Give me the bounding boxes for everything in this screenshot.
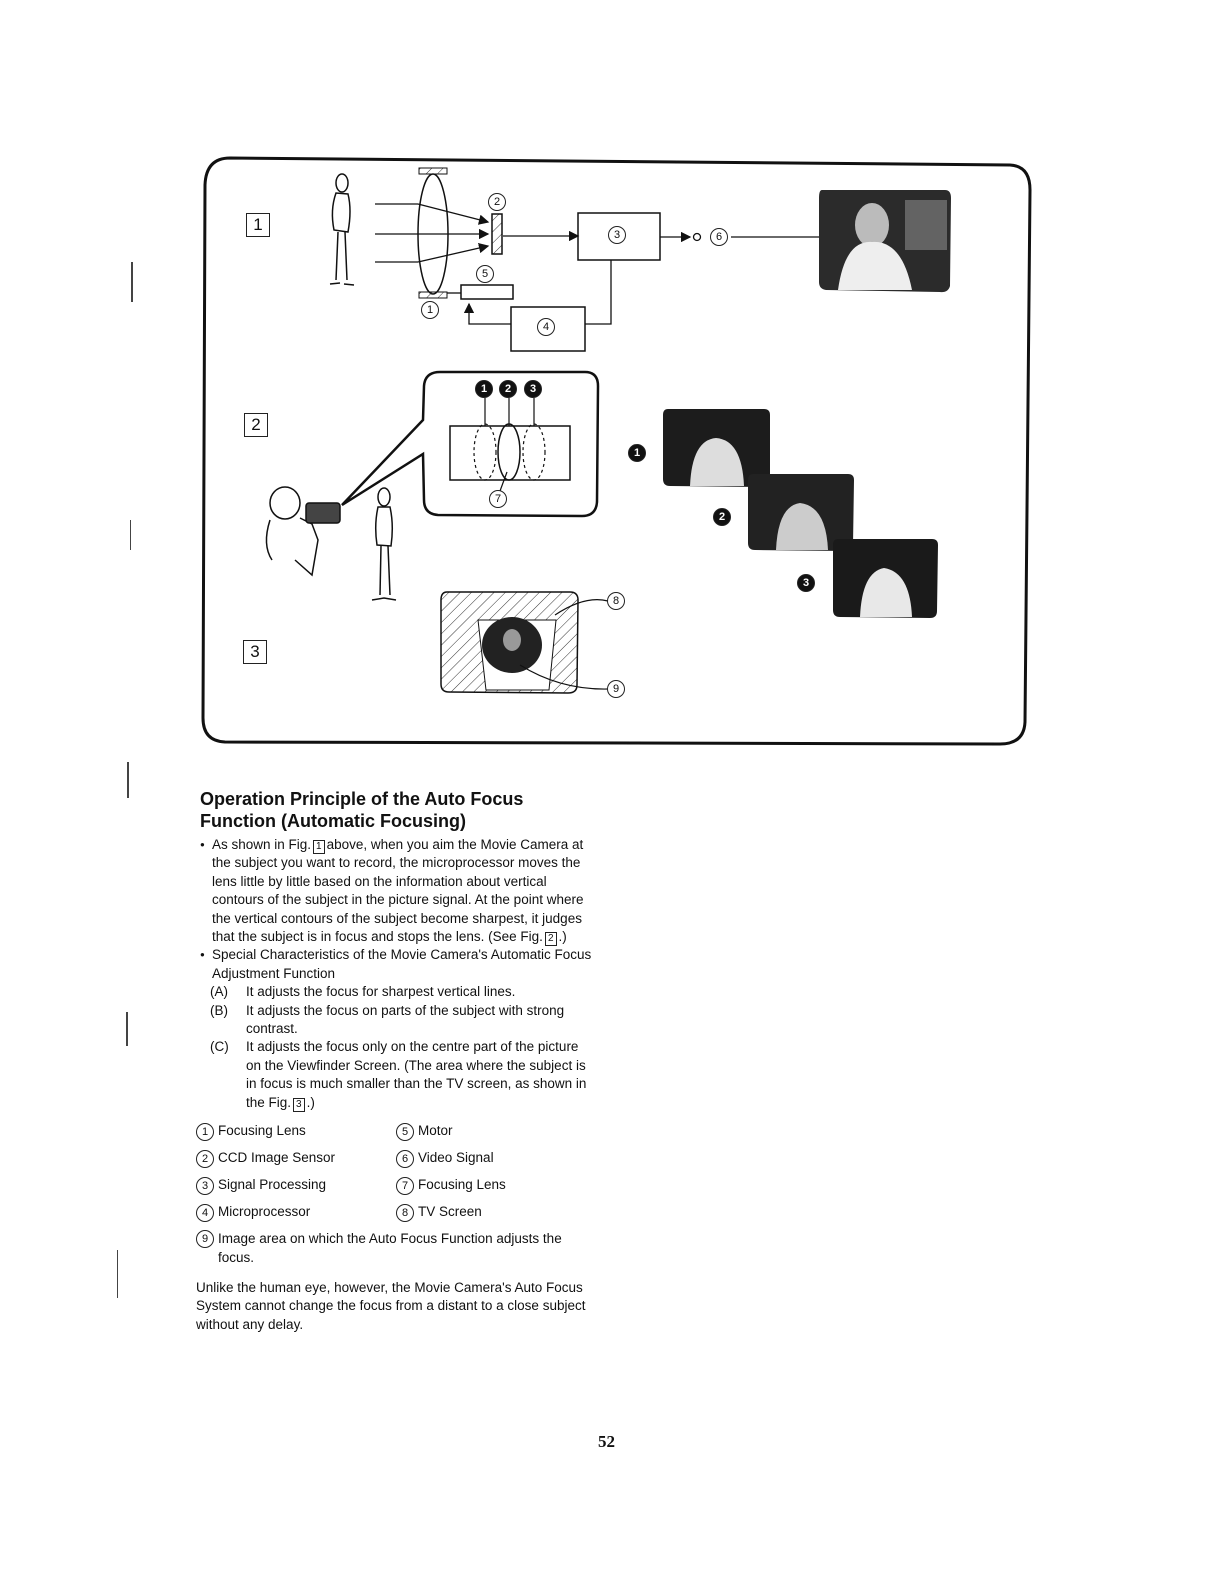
focus-marker-2: 2 — [499, 380, 517, 398]
item-c: (C)It adjusts the focus only on the cent… — [200, 1038, 596, 1112]
callout-9: 9 — [607, 680, 625, 698]
focus-photo-marker-2: 2 — [713, 508, 731, 526]
text-column: Operation Principle of the Auto Focus Fu… — [196, 788, 596, 1334]
bullet1-text-a: As shown in Fig. — [212, 837, 311, 852]
heading-line-2: Function (Automatic Focusing) — [200, 810, 596, 832]
callout-3: 3 — [608, 226, 626, 244]
section-heading: Operation Principle of the Auto Focus Fu… — [200, 788, 596, 832]
focus-photo-marker-1: 1 — [628, 444, 646, 462]
callout-6: 6 — [710, 228, 728, 246]
callout-7: 7 — [489, 490, 507, 508]
bullet1-text-c: .) — [559, 929, 567, 944]
legend-label: TV Screen — [418, 1203, 482, 1221]
fig-ref-2: 2 — [545, 932, 557, 946]
legend-number: 5 — [396, 1123, 414, 1141]
callout-8: 8 — [607, 592, 625, 610]
legend-label: CCD Image Sensor — [218, 1149, 335, 1167]
item-a-tag: (A) — [210, 983, 228, 1001]
item-b-text: It adjusts the focus on parts of the sub… — [246, 1003, 564, 1036]
tv-image-icon — [819, 190, 951, 292]
focus-marker-1: 1 — [475, 380, 493, 398]
scan-artifact — [117, 1250, 118, 1298]
scan-artifact — [126, 1012, 128, 1046]
item-a: (A) It adjusts the focus for sharpest ver… — [200, 983, 596, 1001]
item-c-text-b: .) — [307, 1095, 315, 1110]
figure-number-3: 3 — [243, 640, 267, 664]
callout-4: 4 — [537, 318, 555, 336]
scan-artifact — [127, 762, 129, 798]
legend-label: Image area on which the Auto Focus Funct… — [218, 1231, 562, 1264]
bullet-paragraph-2: Special Characteristics of the Movie Cam… — [200, 946, 596, 983]
bullet1-text-b: above, when you aim the Movie Camera at … — [212, 837, 583, 944]
legend-number: 7 — [396, 1177, 414, 1195]
legend-label: Signal Processing — [218, 1176, 326, 1194]
item-b-tag: (B) — [210, 1002, 228, 1020]
item-a-text: It adjusts the focus for sharpest vertic… — [246, 984, 515, 999]
figure-number-1: 1 — [246, 213, 270, 237]
legend-number: 4 — [196, 1204, 214, 1222]
fig-ref-1: 1 — [313, 840, 325, 854]
callout-5: 5 — [476, 265, 494, 283]
callout-1: 1 — [421, 301, 439, 319]
standing-person-icon — [330, 174, 354, 285]
focus-photo-marker-3: 3 — [797, 574, 815, 592]
motor-box — [461, 285, 513, 299]
page-number: 52 — [598, 1432, 615, 1452]
focus-photo-3 — [833, 539, 938, 618]
focus-marker-3: 3 — [524, 380, 542, 398]
diagram-svg — [0, 0, 1224, 760]
figure-number-2: 2 — [244, 413, 268, 437]
legend-number: 6 — [396, 1150, 414, 1168]
figure-panel: 1 2 3 2 3 6 5 1 4 7 8 9 1 2 3 1 2 3 — [0, 0, 1224, 760]
item-c-tag: (C) — [210, 1038, 229, 1056]
viewfinder-callout — [342, 372, 598, 516]
item-b: (B) It adjusts the focus on parts of the … — [200, 1002, 596, 1039]
camera-operator-icon — [266, 487, 340, 575]
legend-label: Focusing Lens — [218, 1122, 306, 1140]
tv-screen-icon — [441, 592, 578, 693]
legend-label: Focusing Lens — [418, 1176, 506, 1194]
legend-number: 8 — [396, 1204, 414, 1222]
standing-person-icon — [372, 488, 396, 600]
legend-label: Motor — [418, 1122, 453, 1140]
fig-ref-3: 3 — [293, 1098, 305, 1112]
callout-2: 2 — [488, 193, 506, 211]
legend-number: 3 — [196, 1177, 214, 1195]
closing-paragraph: Unlike the human eye, however, the Movie… — [196, 1279, 596, 1334]
legend-number: 1 — [196, 1123, 214, 1141]
heading-line-1: Operation Principle of the Auto Focus — [200, 788, 596, 810]
legend-label: Microprocessor — [218, 1203, 310, 1221]
ccd-sensor-icon — [492, 214, 502, 254]
legend-number: 9 — [196, 1230, 214, 1248]
legend-number: 2 — [196, 1150, 214, 1168]
legend-label: Video Signal — [418, 1149, 494, 1167]
